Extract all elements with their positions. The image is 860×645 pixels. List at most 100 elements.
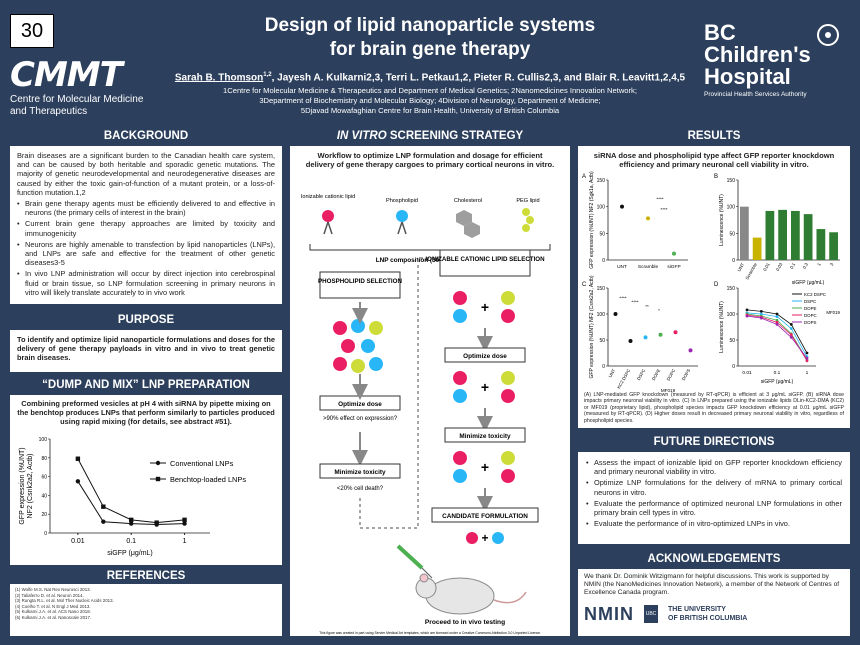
screening-heading-italic: IN VITRO [336, 130, 387, 142]
y-tick-label: 0 [44, 531, 47, 537]
y-axis-label-2: NF2 (Csnk2a2, Actb) [27, 454, 34, 519]
list-item: Brain gene therapy agents must be effici… [17, 199, 275, 217]
y-tick-label: 40 [41, 493, 47, 499]
results-heading: RESULTS [687, 130, 741, 142]
x-tick-label: 1 [806, 370, 809, 376]
minimize-toxicity-box [319, 463, 401, 479]
phospholipid-icon [396, 210, 408, 235]
optimize-dose-label: Optimize dose [338, 401, 382, 408]
y-tick-label: 20 [41, 512, 47, 518]
data-point [775, 312, 779, 316]
purpose-heading: PURPOSE [117, 314, 175, 326]
screening-heading: IN VITRO SCREENING STRATEGY [290, 130, 570, 142]
x-tick-label: siGFP [667, 264, 680, 270]
background-list: Brain gene therapy agents must be effici… [17, 199, 275, 297]
bch-line3: Hospital [704, 64, 791, 89]
lnp-cluster-icon [333, 319, 383, 373]
x-tick-label: Scramble [638, 264, 659, 270]
y-axis-label: GFP expression (%UNT) NF2 (Sgk1a, Actb) [589, 171, 595, 269]
bch-tagline: Provincial Health Services Authority [704, 91, 807, 98]
data-point [613, 312, 618, 316]
panel-label: C [582, 282, 587, 288]
peg-lipid-icon [522, 208, 534, 232]
data-point [759, 316, 763, 320]
other-authors: , Jayesh A. Kulkarni2,3, Terri L. Petkau… [271, 72, 686, 84]
group-label: MF019 [826, 310, 840, 315]
y-axis-label: GFP expression (%UNT) [19, 447, 26, 524]
data-point [775, 318, 779, 322]
data-point [646, 216, 650, 221]
affiliation-line: 3Department of Biochemistry and Molecula… [259, 96, 601, 105]
y-axis-label: Luminescence (%UNT) [719, 301, 725, 353]
data-point [775, 320, 779, 324]
y-axis-label: Luminescence (%UNT) [719, 194, 725, 246]
results-panel: siRNA dose and phospholipid type affect … [578, 146, 850, 428]
y-tick-label: 60 [41, 475, 47, 481]
reference-item: (5) Kulkarni J.A. et al. ACS Nano 2018. [15, 609, 91, 615]
affiliation-line: 1Centre for Molecular Medicine & Therape… [223, 86, 637, 95]
list-item: Evaluate the performance of in vitro-opt… [586, 519, 842, 528]
x-tick-label: 0.01 [762, 262, 771, 272]
x-tick-label: KC2 DSPC [616, 368, 631, 390]
data-point [789, 333, 793, 337]
data-point [75, 456, 81, 461]
affiliation-line: 5Djavad Mowafaghian Centre for Brain Hea… [300, 106, 560, 115]
data-point [688, 348, 693, 353]
minimize-toxicity-label-2: Minimize toxicity [459, 433, 511, 440]
legend-marker [155, 476, 161, 482]
y-tick-label: 50 [729, 338, 735, 344]
future-panel: Assess the impact of ionizable lipid on … [578, 452, 850, 544]
significance-label: **** [660, 207, 667, 212]
data-point [673, 330, 678, 335]
y-tick-label: 80 [41, 456, 47, 462]
poster-number: 30 [10, 14, 54, 48]
bar [803, 214, 813, 260]
bch-logo: BC Children's Hospital Provincial Health… [704, 22, 854, 98]
purpose-text: To identify and optimize lipid nanoparti… [10, 330, 282, 372]
title-line2: for brain gene therapy [329, 39, 531, 60]
list-item: Optimize LNP formulations for the delive… [586, 478, 842, 496]
screening-heading-rest: SCREENING STRATEGY [386, 130, 524, 142]
data-point [805, 359, 809, 363]
group-label: MF019 [661, 388, 676, 392]
x-axis-label: siGFP (μg/mL) [792, 280, 825, 286]
optimize-dose-label-2: Optimize dose [463, 353, 507, 360]
candidate-box [431, 507, 539, 523]
cmmt-logo-line2: and Therapeutics [10, 106, 88, 117]
ack-heading: ACKNOWLEDGEMENTS [647, 553, 781, 565]
bar [765, 210, 775, 260]
list-item: Neurons are highly amenable to transfect… [17, 240, 275, 268]
lipid-label: Ionizable cationic lipid [301, 194, 355, 200]
data-point [805, 356, 809, 360]
reference-item: (1) Wolfe M.S. Nat Rev Neurosci 2013. [15, 587, 91, 592]
bar [829, 232, 838, 260]
reference-item: (4) Coelho T. et al. N Engl J Med 2013. [15, 603, 91, 609]
y-tick-label: 50 [729, 231, 735, 237]
bar [778, 209, 787, 260]
y-tick-label: 150 [727, 178, 736, 184]
ionizable-selection-label: IONIZABLE CATIONIC LIPID SELECTION [425, 256, 545, 263]
authors: Sarah B. Thomson1,2, Jayesh A. Kulkarni2… [150, 72, 710, 83]
list-item: Evaluate the performance of optimized ne… [586, 499, 842, 517]
significance-label: **** [631, 300, 638, 305]
dump-mix-heading: “DUMP AND MIX” LNP PREPARATION [42, 379, 250, 391]
data-point [759, 312, 763, 316]
y-tick-label: 150 [727, 286, 736, 292]
candidate-lnp-icon: + [466, 531, 504, 545]
legend-label: DOPS [804, 320, 817, 325]
x-tick-label: UNT [617, 264, 627, 270]
data-point [775, 323, 779, 326]
future-heading: FUTURE DIRECTIONS [653, 436, 775, 448]
references-heading: REFERENCES [106, 570, 186, 582]
significance-label: **** [656, 196, 663, 201]
data-point [759, 310, 763, 313]
x-tick-label: DSPC [636, 368, 646, 381]
reference-item: (6) Kulkarni J.A. et al. Nanoscale 2017. [15, 614, 92, 620]
x-axis-label: siGFP (μg/mL) [107, 550, 153, 557]
y-tick-label: 0 [602, 258, 605, 264]
x-axis-label: siGFP (μg/mL) [761, 379, 794, 385]
y-tick-label: 150 [597, 286, 606, 292]
title-line1: Design of lipid nanoparticle systems [264, 15, 596, 36]
bch-line1: BC [704, 20, 736, 45]
panel-label: A [582, 174, 586, 180]
